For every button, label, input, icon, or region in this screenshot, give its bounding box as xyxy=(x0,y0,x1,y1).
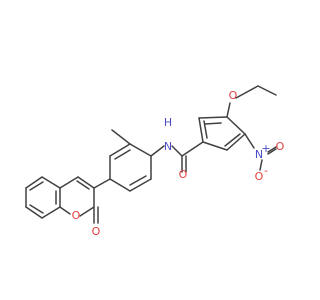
bond xyxy=(202,141,228,151)
bond xyxy=(77,176,95,189)
bond xyxy=(226,102,231,118)
atom-labels: N H O O N + O O - O O xyxy=(72,89,285,238)
bond xyxy=(29,204,44,214)
molecule-structure-diagram: N H O O N + O O - O O xyxy=(25,85,285,238)
bond xyxy=(29,181,44,191)
bond xyxy=(204,122,222,125)
bond xyxy=(41,176,61,189)
bond xyxy=(129,178,152,192)
bond xyxy=(267,148,277,155)
bond xyxy=(235,85,259,99)
bond xyxy=(257,85,277,96)
bond xyxy=(226,116,246,135)
bond xyxy=(129,143,152,157)
atom-o-ring: O xyxy=(72,209,81,222)
bond xyxy=(41,206,61,219)
atom-o-minus: - xyxy=(264,164,268,177)
bonds xyxy=(25,85,277,224)
bond xyxy=(76,180,90,190)
bond xyxy=(111,129,131,145)
atom-o-nitro-1: O xyxy=(276,140,285,153)
atom-h-amide: H xyxy=(164,116,172,129)
bond xyxy=(267,146,277,153)
atom-n-amide: N xyxy=(164,140,172,153)
bond xyxy=(198,117,204,143)
bond xyxy=(114,149,131,160)
atom-o-lactone: O xyxy=(92,225,101,238)
atom-o-nitro-2: O xyxy=(255,170,264,183)
bond xyxy=(25,176,43,189)
bond xyxy=(244,133,255,149)
atom-o-carbonyl: O xyxy=(179,168,188,181)
bond xyxy=(198,116,228,119)
bond xyxy=(25,206,43,219)
bond xyxy=(59,206,71,215)
bond xyxy=(203,120,208,139)
atom-n-plus: + xyxy=(261,142,270,155)
bond xyxy=(224,133,241,147)
bond xyxy=(93,178,111,189)
bond xyxy=(181,141,204,157)
bond xyxy=(59,176,79,189)
bond xyxy=(226,133,246,151)
bond xyxy=(171,145,183,157)
bond xyxy=(150,145,165,157)
atom-n-nitro: N xyxy=(255,148,263,161)
bond xyxy=(79,206,95,217)
atom-o-ether: O xyxy=(229,89,238,102)
bond xyxy=(129,175,147,186)
bond xyxy=(109,178,131,192)
bond xyxy=(109,143,131,157)
bond xyxy=(259,159,263,171)
